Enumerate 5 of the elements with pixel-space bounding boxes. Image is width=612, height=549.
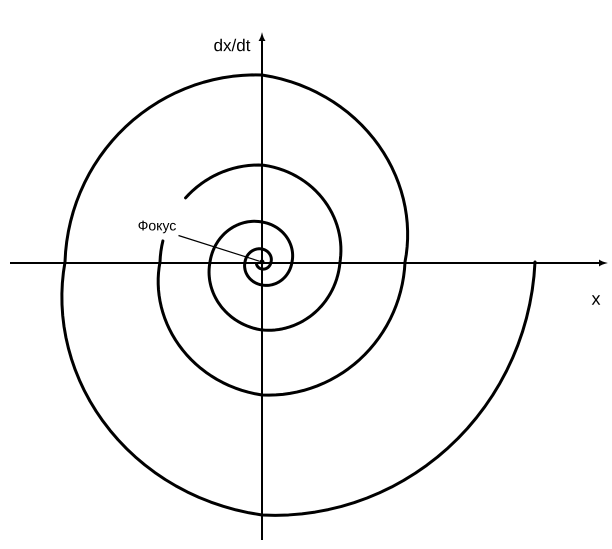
text-label: Фокус [138, 220, 176, 234]
axis-label: dx/dt [214, 38, 250, 52]
axis-label: x [592, 295, 600, 305]
leader-line [178, 234, 260, 262]
focus-point [260, 260, 264, 264]
